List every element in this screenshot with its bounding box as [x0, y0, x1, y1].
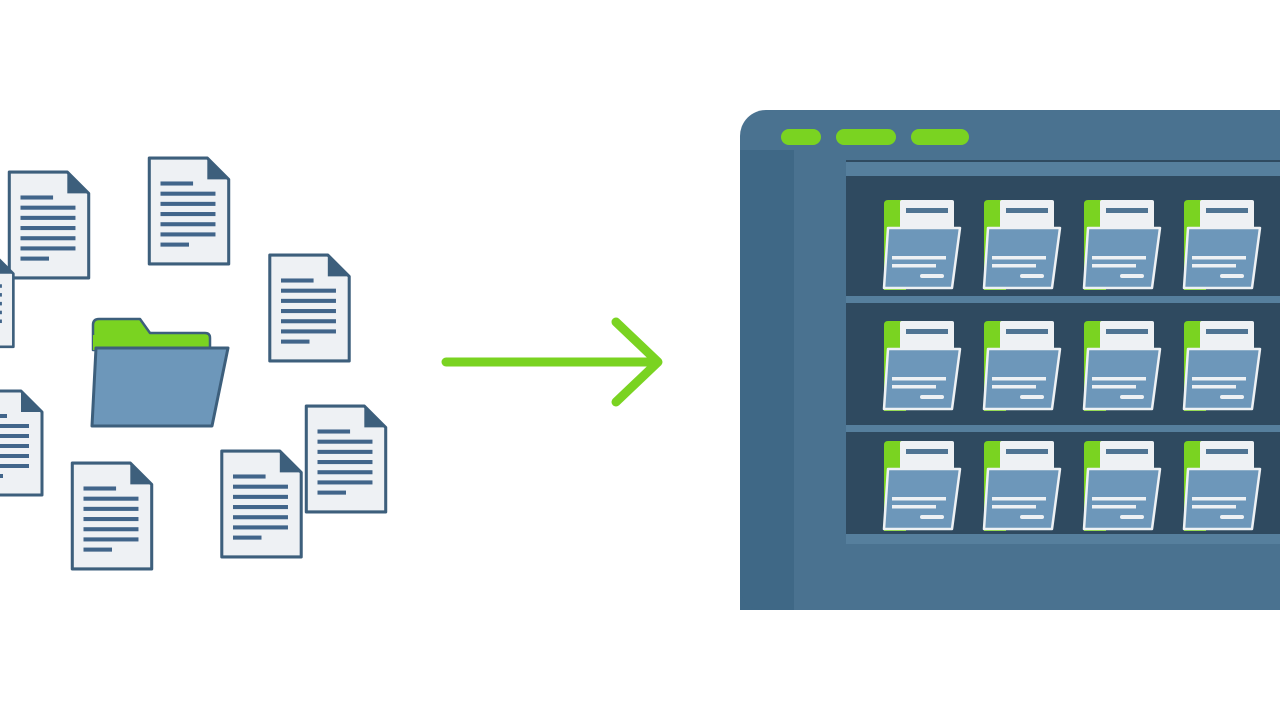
open-folder-icon: [90, 317, 230, 428]
filed-folder-icon: [1082, 439, 1162, 531]
indicator-pill: [781, 129, 821, 145]
filed-folder-icon: [882, 319, 962, 411]
document-icon: [70, 461, 154, 571]
shelf-divider: [846, 296, 1280, 303]
document-icon: [0, 389, 44, 497]
filed-folder-icon: [882, 198, 962, 290]
file-cabinet-window: [740, 110, 1280, 610]
shelf-divider: [846, 534, 1280, 544]
document-icon: [147, 156, 231, 266]
header-indicators: [781, 129, 969, 145]
filed-folder-icon: [982, 439, 1062, 531]
shelf-divider: [846, 425, 1280, 432]
indicator-pill: [836, 129, 896, 145]
document-icon: [268, 253, 351, 363]
filed-folder-icon: [982, 319, 1062, 411]
document-icon: [220, 449, 303, 559]
document-icon: [7, 170, 91, 280]
filed-folder-icon: [1082, 198, 1162, 290]
filed-folder-icon: [1082, 319, 1162, 411]
filed-folder-icon: [1182, 198, 1262, 290]
filed-folder-icon: [982, 198, 1062, 290]
filed-folder-icon: [882, 439, 962, 531]
filed-folder-icon: [1182, 439, 1262, 531]
right-arrow-icon: [441, 317, 663, 407]
scattered-documents: [0, 156, 388, 571]
document-icon: [304, 404, 388, 514]
indicator-pill: [911, 129, 969, 145]
filed-folder-icon: [1182, 319, 1262, 411]
